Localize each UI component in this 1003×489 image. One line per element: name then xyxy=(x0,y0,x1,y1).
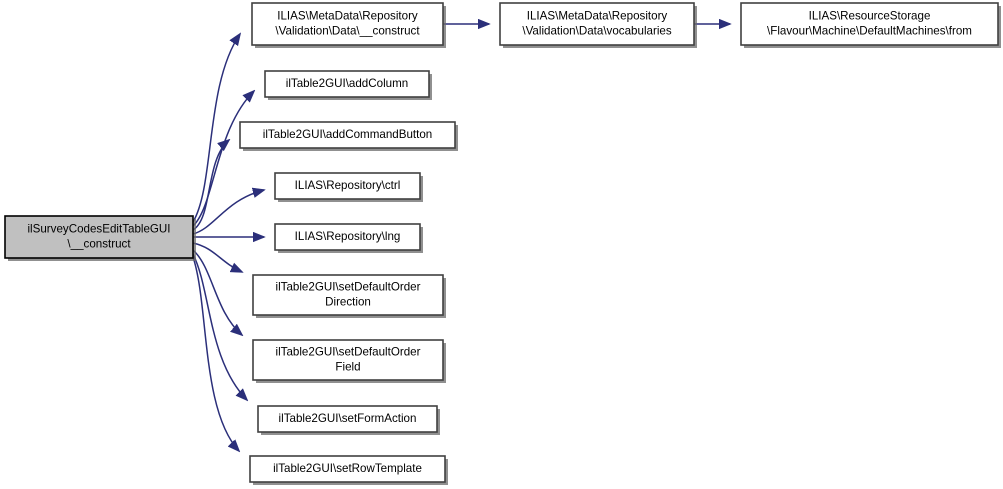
node-rect[interactable] xyxy=(274,223,421,251)
call-edge-root-to-n3 xyxy=(192,140,229,231)
call-edge-root-to-n9 xyxy=(192,256,239,451)
call-edge-root-to-n7 xyxy=(192,249,242,335)
node-label-line: ILIAS\Repository\ctrl xyxy=(295,179,401,192)
graph-node-n5[interactable]: ILIAS\Repository\lng xyxy=(274,223,423,253)
node-rect[interactable] xyxy=(239,121,456,149)
node-rect[interactable] xyxy=(251,2,444,46)
graph-node-n8[interactable]: ilTable2GUI\setFormAction xyxy=(257,405,440,435)
node-label-line: ILIAS\MetaData\Repository xyxy=(277,10,418,23)
call-edge-root-to-n2 xyxy=(192,91,254,227)
call-edge-root-to-n1 xyxy=(192,34,240,223)
graph-node-n2[interactable]: ilTable2GUI\addColumn xyxy=(264,70,432,100)
node-label-line: ilTable2GUI\setRowTemplate xyxy=(273,462,422,475)
node-label-line: ilTable2GUI\addCommandButton xyxy=(263,128,433,141)
node-label-line: Direction xyxy=(325,296,371,309)
node-rect[interactable] xyxy=(252,274,444,316)
graph-node-root[interactable]: ilSurveyCodesEditTableGUI \__construct xyxy=(4,215,196,261)
node-label-line: \Validation\Data\vocabularies xyxy=(522,25,672,38)
node-label-line: Field xyxy=(335,361,360,374)
graph-node-n11[interactable]: ILIAS\ResourceStorage \Flavour\Machine\De… xyxy=(740,2,1001,48)
node-rect[interactable] xyxy=(740,2,999,46)
edge-layer xyxy=(192,24,730,451)
call-edge-root-to-n4 xyxy=(192,190,264,235)
node-label-line: ilTable2GUI\addColumn xyxy=(286,77,408,90)
node-label-line: ilSurveyCodesEditTableGUI xyxy=(27,223,170,236)
graph-node-n3[interactable]: ilTable2GUI\addCommandButton xyxy=(239,121,458,151)
call-edge-root-to-n8 xyxy=(192,253,247,400)
graph-node-n4[interactable]: ILIAS\Repository\ctrl xyxy=(274,172,423,202)
node-label-line: ILIAS\MetaData\Repository xyxy=(527,10,668,23)
call-edge-root-to-n6 xyxy=(192,242,242,272)
node-rect[interactable] xyxy=(264,70,430,98)
node-layer: ilSurveyCodesEditTableGUI \__construct ILI… xyxy=(4,2,1001,485)
node-label-line: \__construct xyxy=(67,238,131,251)
node-label-line: \Flavour\Machine\DefaultMachines\from xyxy=(767,25,972,38)
node-label-line: ilTable2GUI\setFormAction xyxy=(279,412,417,425)
node-label-line: ilTable2GUI\setDefaultOrder xyxy=(276,346,421,359)
node-label-line: ilTable2GUI\setDefaultOrder xyxy=(276,281,421,294)
node-label-line: ILIAS\Repository\lng xyxy=(295,230,401,243)
graph-node-n9[interactable]: ilTable2GUI\setRowTemplate xyxy=(249,455,448,485)
node-label-line: ILIAS\ResourceStorage xyxy=(809,10,931,23)
node-rect[interactable] xyxy=(249,455,446,483)
node-rect[interactable] xyxy=(257,405,438,433)
graph-node-n10[interactable]: ILIAS\MetaData\Repository \Validation\Dat… xyxy=(499,2,697,48)
node-rect[interactable] xyxy=(4,215,194,259)
node-rect[interactable] xyxy=(252,339,444,381)
graph-node-n1[interactable]: ILIAS\MetaData\Repository \Validation\Dat… xyxy=(251,2,446,48)
node-rect[interactable] xyxy=(274,172,421,200)
node-rect[interactable] xyxy=(499,2,695,46)
node-label-line: \Validation\Data\__construct xyxy=(275,25,420,38)
